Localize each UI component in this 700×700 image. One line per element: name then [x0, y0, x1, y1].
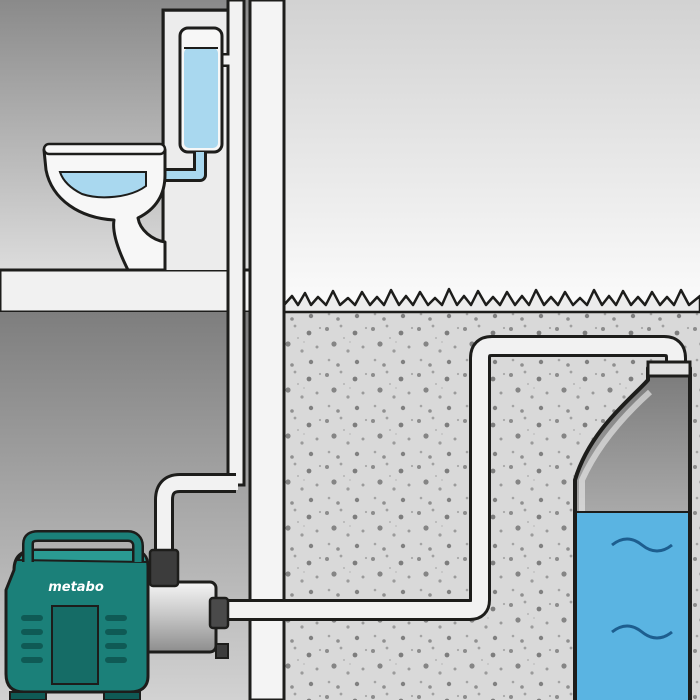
- floor-slab: [0, 268, 252, 314]
- rain-tank-neck: [646, 360, 692, 378]
- cistern-water: [184, 48, 218, 148]
- exterior-wall: [248, 0, 286, 700]
- pump-outlet-fitting: [148, 548, 180, 588]
- pump-vents: [21, 615, 127, 663]
- pump-inlet-flange: [208, 596, 230, 630]
- pump-handle-inner: [24, 532, 142, 562]
- pump-brand-label: metabo: [48, 580, 104, 595]
- toilet-icon: [42, 142, 167, 272]
- grass-icon: [282, 287, 700, 314]
- pump-front-panel: [51, 605, 99, 685]
- vertical-supply-pipe: [226, 0, 246, 487]
- rain-tank-icon: [573, 360, 692, 700]
- pump-feet: [9, 691, 141, 700]
- pump-discharge-pipe-inner: [157, 476, 238, 555]
- sky-background: [284, 0, 700, 305]
- water-wave-2: [611, 624, 673, 640]
- toilet-bowl-water: [58, 171, 147, 199]
- toilet-seat: [42, 142, 167, 156]
- pump-housing-cylinder: [138, 580, 218, 654]
- rain-tank-water: [577, 512, 688, 700]
- pump-drain-plug: [215, 643, 229, 659]
- suction-pipe-inner: [210, 338, 684, 618]
- rain-tank-shine: [579, 389, 653, 512]
- garden-pump-icon: metabo: [4, 530, 230, 700]
- water-wave-1: [611, 537, 673, 553]
- pump-motor-top: [16, 549, 149, 564]
